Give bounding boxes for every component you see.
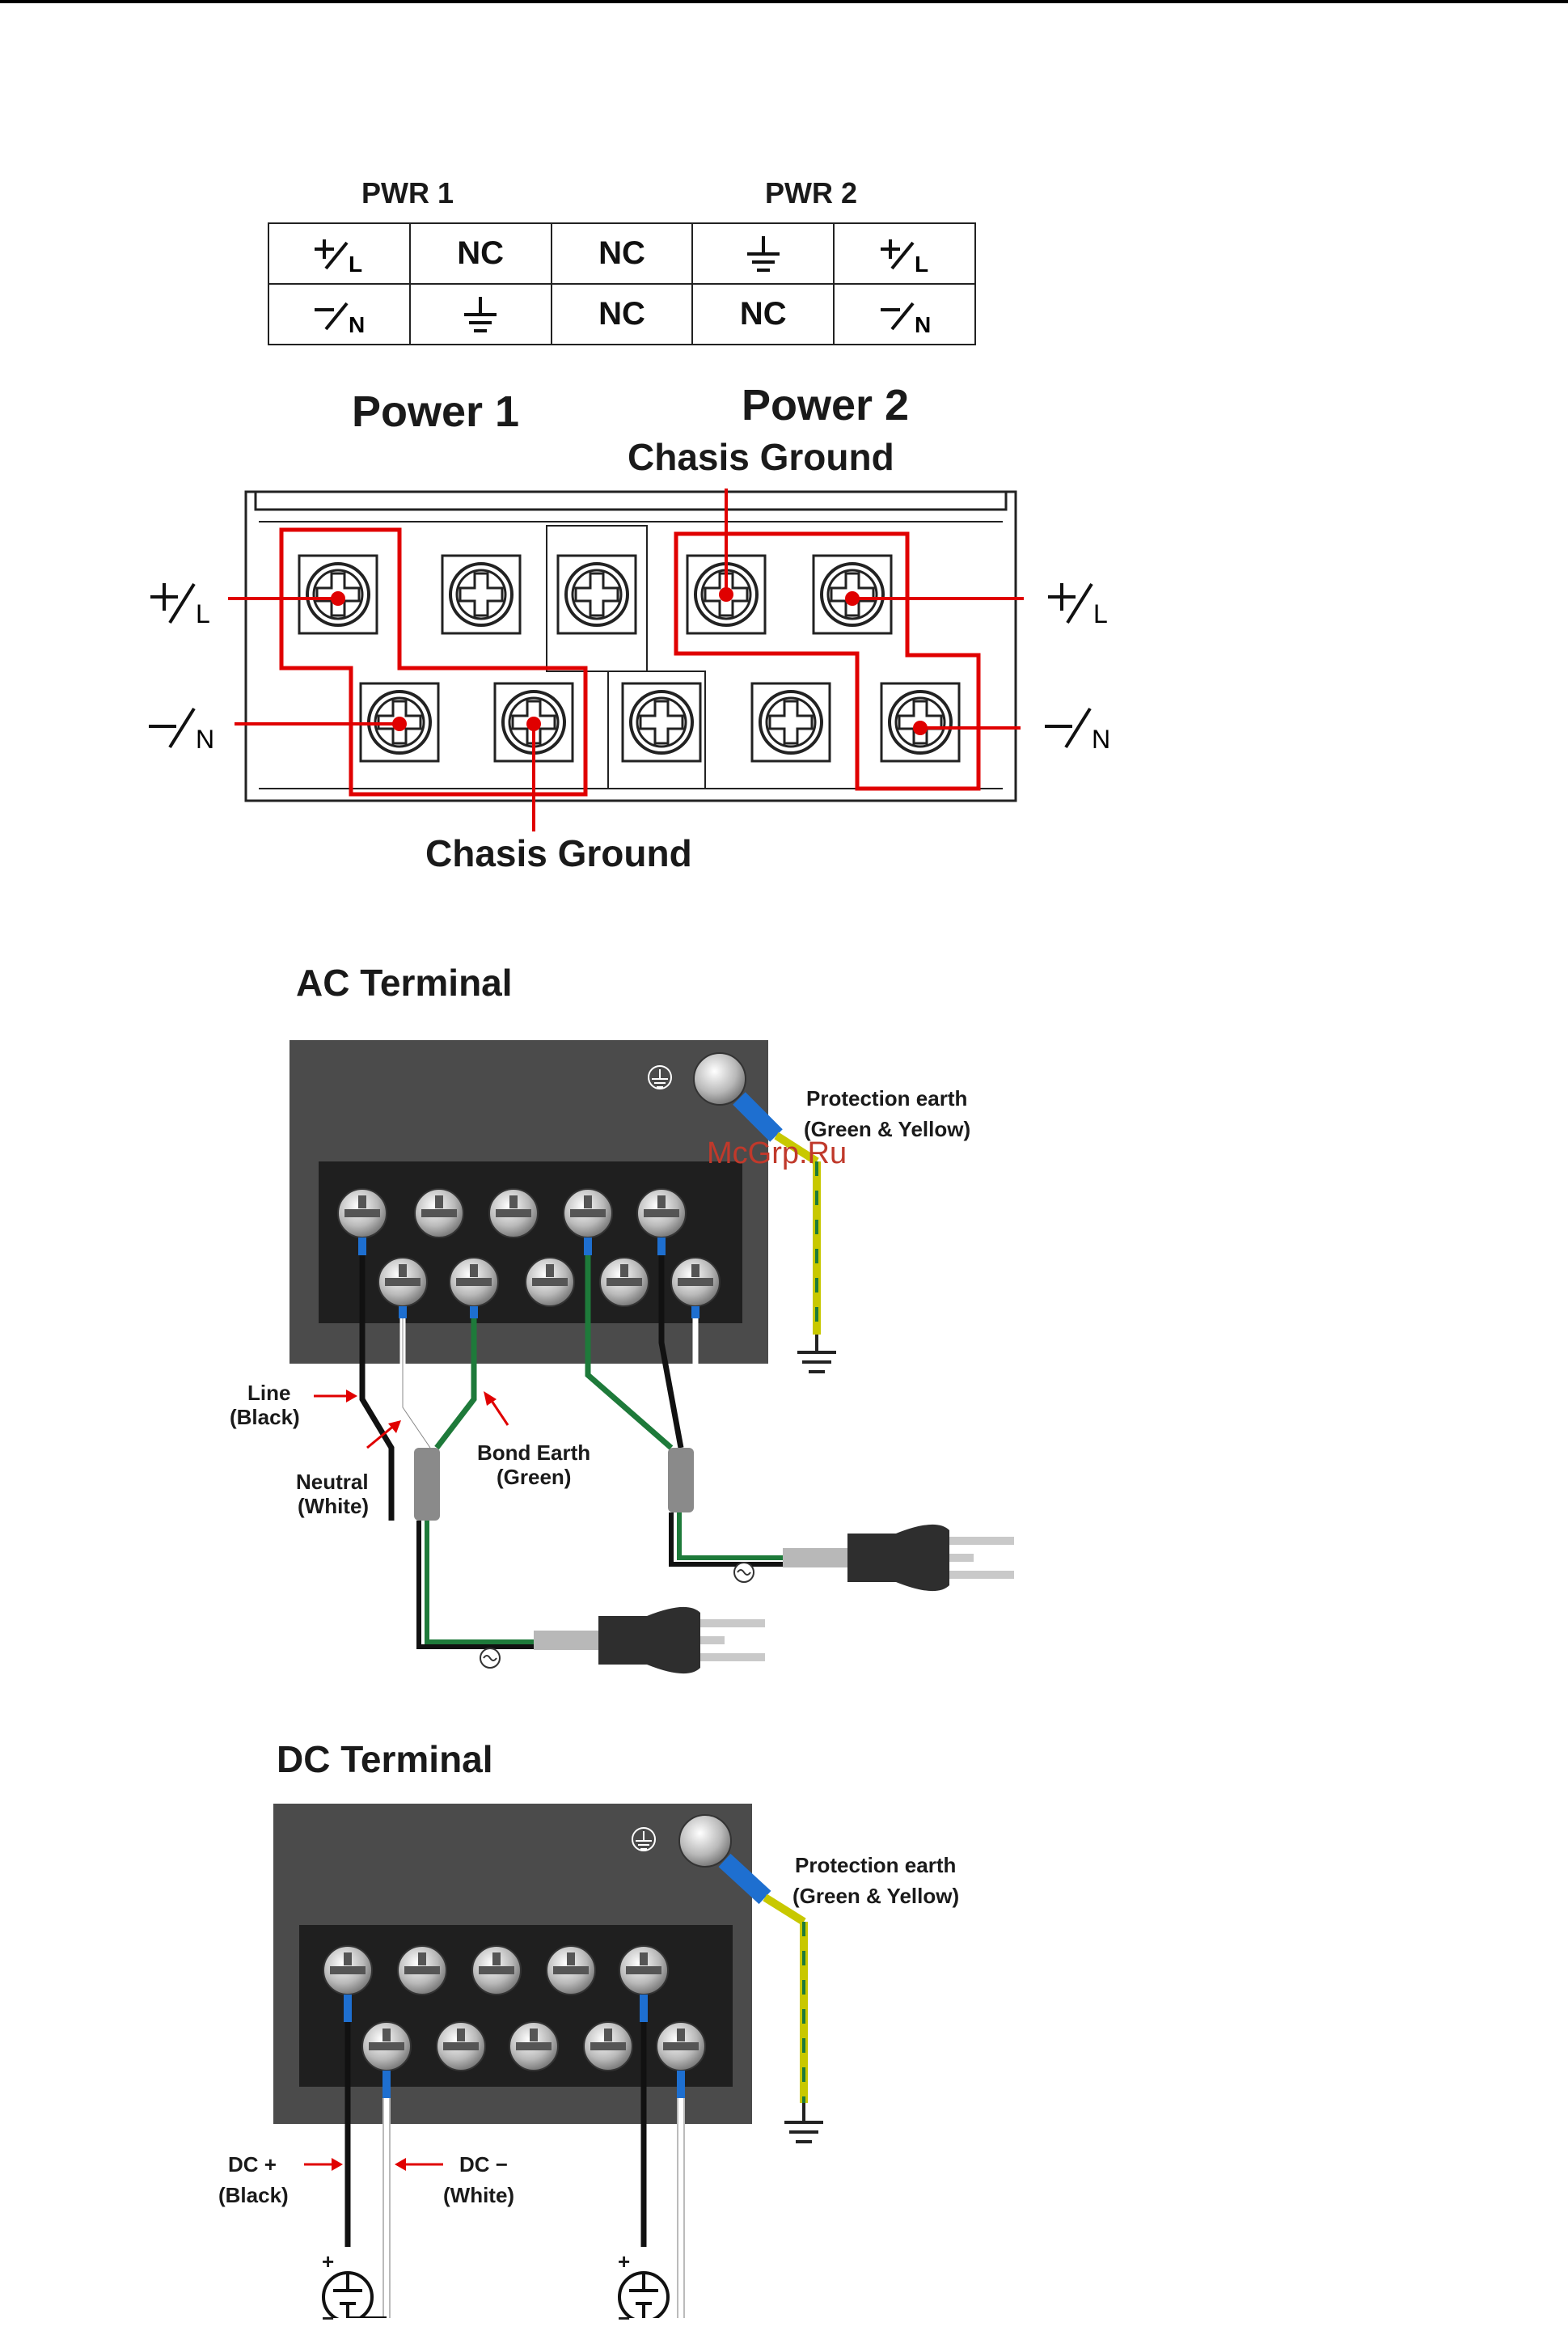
dc-minus-color-label: (White) [443, 2182, 514, 2208]
dc-left-plus-sign: + [322, 2249, 334, 2274]
dc-right-minus-sign: − [618, 2305, 630, 2331]
dc-pe-label-2: (Green & Yellow) [792, 1883, 959, 1909]
dc-minus-label: DC − [459, 2151, 508, 2177]
dc-left-minus-sign: − [322, 2305, 334, 2331]
dc-pe-label-1: Protection earth [795, 1852, 956, 1878]
dc-plus-color-label: (Black) [218, 2182, 289, 2208]
dc-plus-label: DC + [228, 2151, 277, 2177]
dc-right-plus-sign: + [618, 2249, 630, 2274]
